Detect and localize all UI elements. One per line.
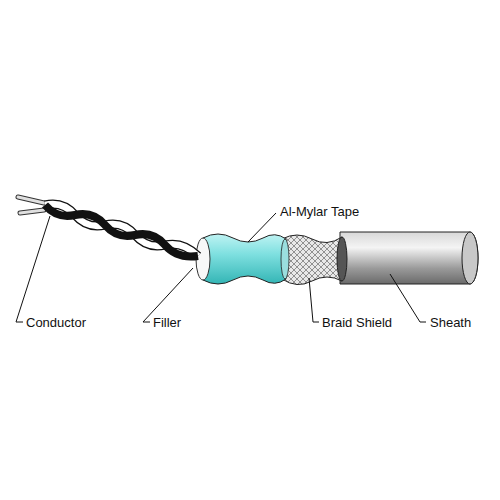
- part-label: Sheath: [430, 315, 471, 331]
- conductor-tip: [18, 197, 44, 203]
- sheath-end: [462, 232, 478, 284]
- conductor-tip: [20, 210, 44, 213]
- leader-line: [309, 278, 319, 322]
- leader-line: [16, 216, 50, 322]
- white-wire-outline: [45, 204, 198, 256]
- al-mylar-tape: [203, 234, 286, 284]
- black-wire: [45, 205, 198, 257]
- leader-line: [390, 274, 426, 322]
- tape-edge: [281, 239, 289, 279]
- braid-shield: [282, 235, 342, 285]
- conductor-tip: [18, 197, 44, 203]
- sheath-body: [340, 232, 478, 284]
- part-label: Filler: [153, 315, 181, 331]
- part-label: Al-Mylar Tape: [280, 204, 359, 220]
- white-wire: [45, 204, 198, 256]
- conductor-tip: [20, 210, 44, 213]
- sheath-edge: [337, 237, 347, 281]
- leader-line: [143, 268, 193, 322]
- leader-line: [248, 213, 276, 242]
- part-label: Braid Shield: [322, 315, 392, 331]
- part-label: Conductor: [26, 315, 86, 331]
